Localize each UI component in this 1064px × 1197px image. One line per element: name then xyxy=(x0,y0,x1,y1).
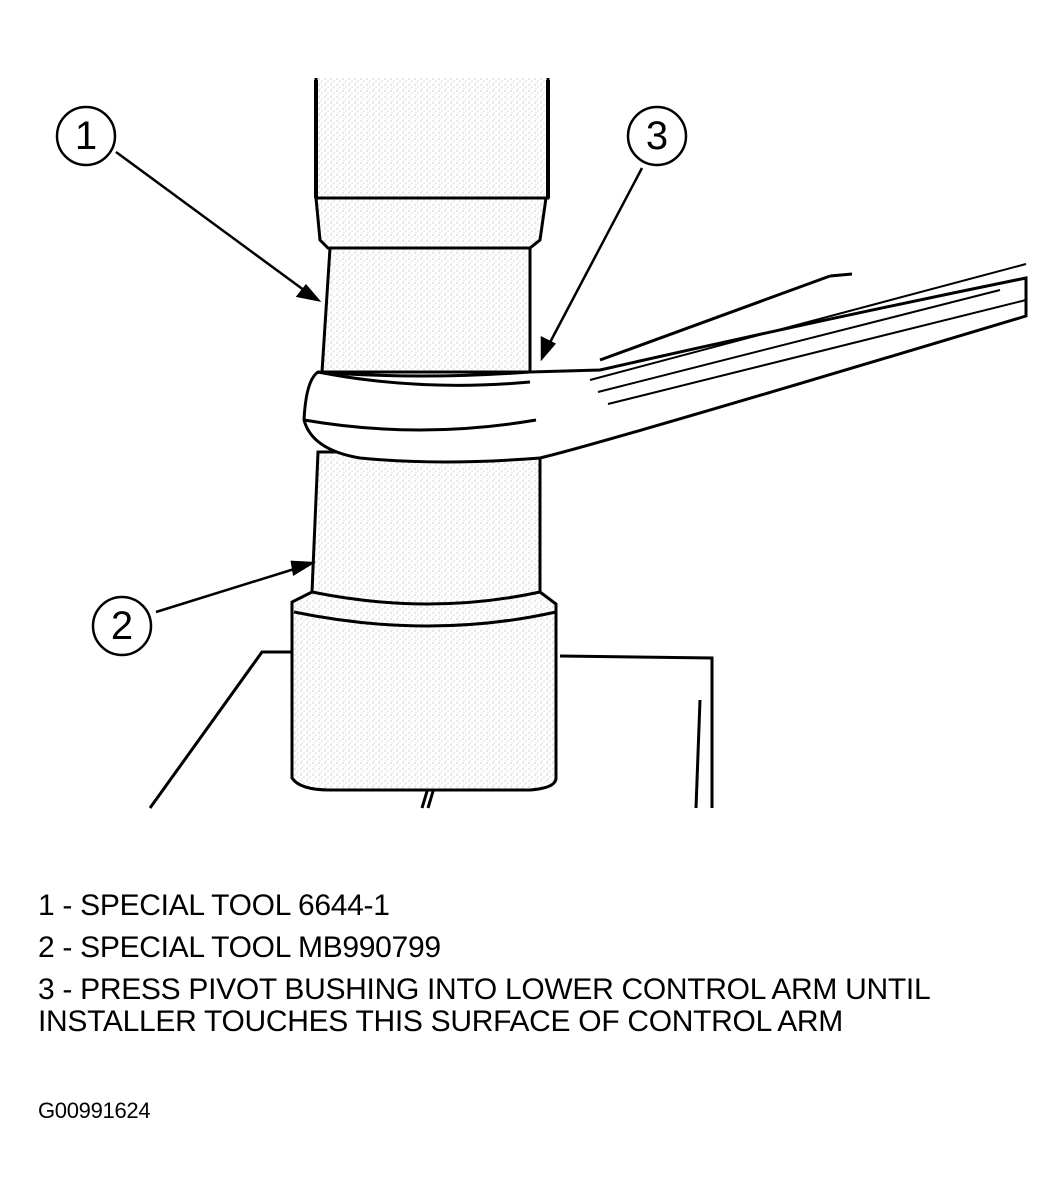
callout-3-label: 3 xyxy=(646,114,668,158)
legend-item-3: 3 - PRESS PIVOT BUSHING INTO LOWER CONTR… xyxy=(38,973,938,1038)
callout-2: 2 xyxy=(91,595,153,657)
special-tool-mb990799 xyxy=(290,450,558,792)
lower-control-arm xyxy=(302,263,1028,464)
legend-item-1: 1 - SPECIAL TOOL 6644-1 xyxy=(38,889,390,922)
figure-id: G00991624 xyxy=(38,1098,151,1123)
callout-1: 1 xyxy=(55,105,117,167)
callout-1-label: 1 xyxy=(75,114,97,158)
callout-2-label: 2 xyxy=(111,604,133,648)
callout-3: 3 xyxy=(626,105,688,167)
callout-1-leader xyxy=(115,150,322,302)
legend-item-2: 2 - SPECIAL TOOL MB990799 xyxy=(38,931,441,964)
bushing-press-illustration: 1 2 3 xyxy=(55,78,1028,809)
legend: 1 - SPECIAL TOOL 6644-1 2 - SPECIAL TOOL… xyxy=(38,890,1038,1048)
special-tool-6644-1 xyxy=(314,78,550,374)
press-base-block xyxy=(148,650,714,809)
callout-2-leader xyxy=(155,560,317,614)
callout-3-leader xyxy=(540,167,644,362)
